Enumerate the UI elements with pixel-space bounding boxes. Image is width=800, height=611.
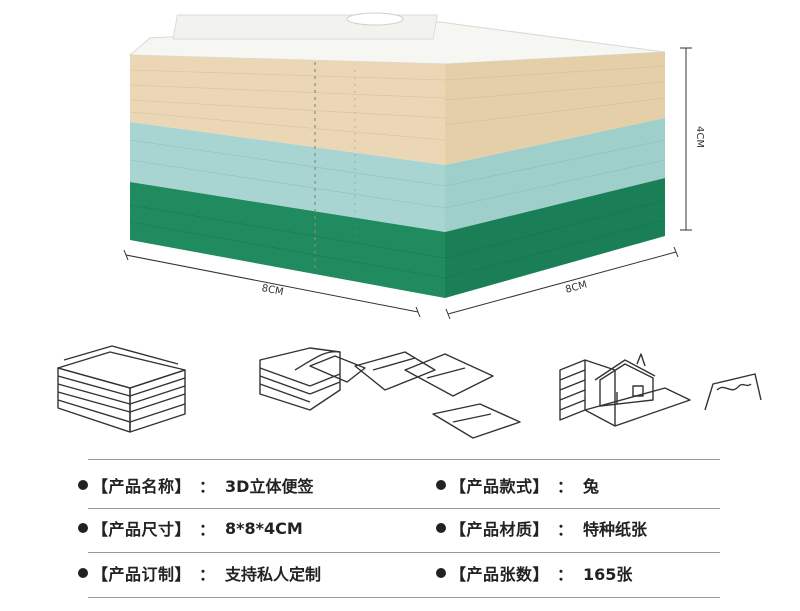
torn-notes-sketch [259, 347, 521, 439]
spec-product-material: 【产品材质】 ： 特种纸张 [436, 514, 647, 542]
width-dimension-left [125, 254, 419, 313]
bullet-icon [436, 523, 446, 533]
bullet-icon [78, 568, 88, 578]
divider-line [88, 459, 720, 460]
usage-sketches [0, 330, 800, 450]
spec-value: 3D立体便签 [225, 477, 314, 496]
spec-section: 【产品名称】 ： 3D立体便签 【产品款式】 ： 兔 【产品尺寸】 ： 8*8*… [0, 455, 800, 611]
spec-product-name: 【产品名称】 ： 3D立体便签 [78, 471, 313, 499]
divider-line [88, 552, 720, 553]
divider-line [88, 508, 720, 509]
spec-value: 8*8*4CM [225, 518, 303, 538]
blue-layer-right [445, 118, 665, 232]
green-layer-left [130, 182, 445, 298]
spec-separator: ： [199, 477, 216, 496]
bullet-icon [436, 480, 446, 490]
spec-value: 兔 [583, 477, 600, 496]
spec-label: 【产品订制】 [92, 565, 192, 584]
width-dimension-right [447, 251, 677, 315]
spec-label: 【产品材质】 [450, 520, 550, 539]
width-label-left: 8CM [261, 283, 285, 298]
spec-separator: ： [557, 477, 574, 496]
spec-separator: ： [199, 565, 216, 584]
spec-product-customization: 【产品订制】 ： 支持私人定制 [78, 559, 321, 587]
spec-product-style: 【产品款式】 ： 兔 [436, 471, 599, 499]
cream-layer-right [445, 52, 665, 165]
width-label-right: 8CM [564, 279, 588, 295]
spec-separator: ： [557, 565, 574, 584]
spec-value: 支持私人定制 [225, 565, 322, 584]
note-stack-sketch [57, 345, 186, 433]
product-stack-figure: 4CM 8CM 8CM [123, 12, 705, 320]
spec-separator: ： [557, 520, 574, 539]
height-label: 4CM [694, 126, 705, 148]
spec-product-size: 【产品尺寸】 ： 8*8*4CM [78, 514, 303, 542]
cream-layer-left [130, 55, 445, 165]
spec-label: 【产品尺寸】 [92, 520, 192, 539]
blue-layer-left [130, 122, 445, 232]
divider-line [88, 597, 720, 598]
spec-value: 特种纸张 [583, 520, 648, 539]
bullet-icon [436, 568, 446, 578]
green-layer-right [445, 178, 665, 298]
spec-separator: ： [199, 520, 216, 539]
spec-label: 【产品款式】 [450, 477, 550, 496]
spec-product-sheet-count: 【产品张数】 ： 165张 [436, 559, 632, 587]
spec-value: 165张 [583, 565, 633, 584]
sheet-lines [129, 65, 666, 279]
bullet-icon [78, 523, 88, 533]
spec-label: 【产品名称】 [92, 477, 192, 496]
house-popup-sketch [559, 353, 762, 427]
spec-label: 【产品张数】 [450, 565, 550, 584]
tab-cutout [346, 12, 404, 26]
bullet-icon [78, 480, 88, 490]
